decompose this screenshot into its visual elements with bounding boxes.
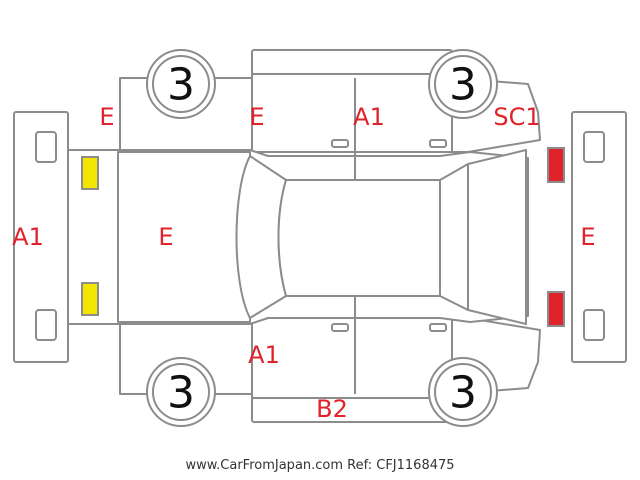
wheel-rear-right-score: 3 <box>449 368 477 419</box>
wheel-front-right: 3 <box>146 357 216 427</box>
wheel-front-left-score: 3 <box>167 60 195 111</box>
car-body-top-view <box>67 149 529 325</box>
hood-panel <box>117 151 251 323</box>
code-hood: E <box>158 223 173 251</box>
wheel-rear-right: 3 <box>428 357 498 427</box>
code-left-rear-quarter: SC1 <box>493 103 540 131</box>
right-rocker-sill <box>251 397 453 423</box>
footer-reference: www.CarFromJapan.com Ref: CFJ1168475 <box>185 458 455 473</box>
wheel-front-left: 3 <box>146 49 216 119</box>
rear-lamp-marker-lower <box>547 291 565 327</box>
code-right-rocker-sill: B2 <box>316 395 348 423</box>
code-rear-bumper: E <box>580 223 595 251</box>
front-lamp-marker-upper <box>81 156 99 190</box>
rear-bumper <box>571 111 627 363</box>
wheel-rear-left-score: 3 <box>449 60 477 111</box>
code-left-rear-door: A1 <box>353 103 385 131</box>
wheel-rear-left: 3 <box>428 49 498 119</box>
wheel-front-right-score: 3 <box>167 368 195 419</box>
rear-window <box>439 163 469 311</box>
code-front-bumper: A1 <box>12 223 44 251</box>
front-lamp-marker-lower <box>81 282 99 316</box>
roof <box>277 179 441 297</box>
rear-lamp-marker-upper <box>547 147 565 183</box>
code-front-left-fender: E <box>99 103 114 131</box>
left-roof-rail <box>251 49 453 75</box>
code-left-front-door: E <box>249 103 264 131</box>
tailgate <box>467 149 527 325</box>
code-right-front-door: A1 <box>248 341 280 369</box>
